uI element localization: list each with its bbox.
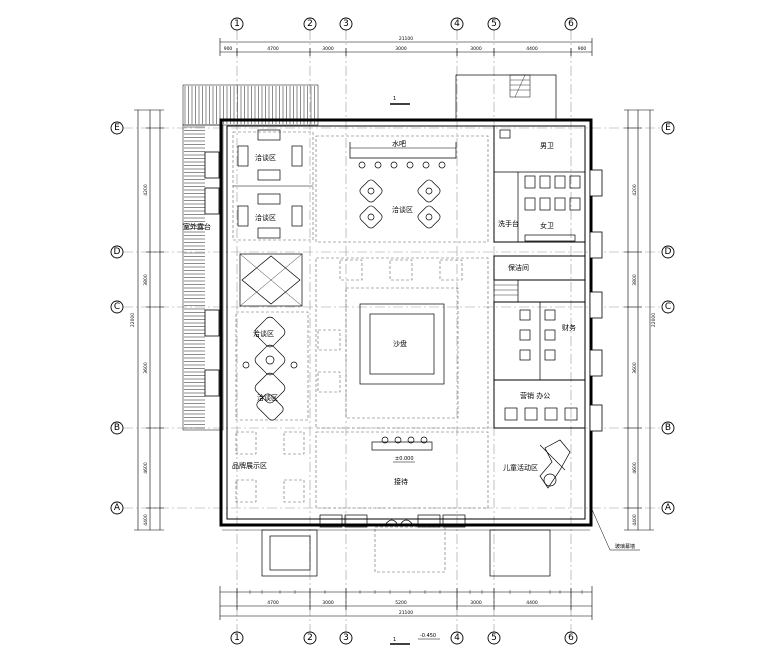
room-label-cleaning: 保洁间: [508, 263, 529, 272]
axis-label: 2: [307, 19, 313, 29]
room-label-negotiation-4: 洽谈区: [257, 393, 278, 402]
axis-label: 4: [454, 633, 460, 643]
section-elev: -0.450: [420, 633, 436, 639]
dim-seg: 3000: [395, 46, 407, 52]
entrance: [222, 514, 590, 577]
dim-total-right: 22000: [651, 313, 657, 327]
negotiation-booths-left: 洽谈区 洽谈区: [232, 129, 314, 241]
dimensions-top: 21100 900 4700 3000 3000 3000 4400 900: [219, 36, 593, 56]
sales-office: 营销 办公: [493, 379, 586, 429]
dim-total-bottom: 21100: [399, 610, 413, 616]
dim-seg: 3800: [143, 274, 149, 286]
axis-label: 1: [234, 633, 240, 643]
product-display: 品牌展示区: [232, 431, 305, 503]
cleaning-room: 保洁间: [493, 255, 586, 303]
axis-bubbles-right: E D C B A: [661, 121, 675, 515]
dim-seg: 3000: [322, 46, 334, 52]
axis-label: A: [665, 503, 672, 513]
dim-seg: 4700: [267, 46, 279, 52]
axis-label: 4: [454, 19, 460, 29]
section-marker-bottom: 1 -0.450: [390, 633, 440, 645]
dim-seg: 4400: [632, 514, 638, 526]
dimensions-left: 22000 4200 3800 3600 4600 4400: [130, 109, 164, 531]
axis-label: 3: [343, 633, 349, 643]
axis-label: B: [665, 423, 671, 433]
room-label-water-bar: 水吧: [392, 139, 406, 148]
room-label-negotiation-2: 洽谈区: [255, 213, 276, 222]
axis-label: E: [665, 123, 671, 133]
axis-label: C: [665, 302, 671, 312]
axis-label: D: [665, 247, 672, 257]
room-label-negotiation-3: 洽谈区: [253, 329, 274, 338]
axis-label: B: [114, 423, 120, 433]
section-marker-top: 1: [390, 96, 410, 105]
dim-seg: 3000: [470, 600, 482, 606]
axis-label: E: [114, 123, 120, 133]
axis-label: 6: [568, 19, 574, 29]
dim-seg: 3800: [632, 274, 638, 286]
room-label-finance: 财务: [562, 323, 576, 332]
room-label-sales-office: 营销 办公: [520, 391, 550, 400]
axis-label: C: [114, 302, 120, 312]
dimensions-bottom: 4700 3000 5200 4400 3000 21100: [219, 586, 593, 620]
axis-label: 1: [234, 19, 240, 29]
room-label-outdoor: 室外露台: [183, 222, 211, 231]
mid-left-square: [239, 253, 303, 307]
stair-top-right: [455, 74, 557, 121]
kids-area: 儿童活动区: [503, 439, 571, 489]
dim-seg: 900: [224, 46, 233, 52]
room-label-womens-toilet: 女卫: [540, 221, 554, 230]
dim-seg: 4600: [143, 462, 149, 474]
reception-area: ±0.000 接待: [315, 431, 489, 509]
dim-seg: 4600: [632, 462, 638, 474]
axis-label: A: [114, 503, 121, 513]
room-label-reception: 接待: [394, 477, 408, 486]
dim-seg: 3000: [322, 600, 334, 606]
water-bar-area: 水吧 洽谈区: [315, 135, 489, 243]
dim-seg: 3000: [470, 46, 482, 52]
dim-seg: 4200: [143, 184, 149, 196]
dim-total-left: 22000: [130, 313, 136, 327]
outdoor-deck: 室外露台: [182, 84, 319, 431]
axis-bubbles-top: 1 2 3 4 5 6: [230, 17, 578, 31]
room-label-product-display: 品牌展示区: [232, 461, 267, 470]
dimensions-right: 22000 4200 3800 3600 4600 4400: [624, 109, 657, 531]
finance-room: 财务: [493, 301, 586, 381]
dim-seg: 4400: [526, 46, 538, 52]
axis-bubbles-left: E D C B A: [110, 121, 124, 515]
toilets: 男卫 女卫 洗手台: [493, 125, 586, 243]
axis-label: 5: [491, 19, 497, 29]
negotiation-chairs-left: 洽谈区 洽谈区: [235, 311, 309, 421]
section-mark: 1: [393, 96, 396, 102]
section-mark-bottom: 1: [393, 637, 396, 643]
axis-label: 5: [491, 633, 497, 643]
dim-seg: 5200: [395, 600, 407, 606]
room-label-negotiation-1: 洽谈区: [255, 153, 276, 162]
dim-seg: 4200: [632, 184, 638, 196]
room-label-sand-table: 沙盘: [393, 339, 407, 348]
axis-label: D: [114, 247, 121, 257]
axis-label: 2: [307, 633, 313, 643]
dim-seg: 3600: [632, 362, 638, 374]
dim-total-top: 21100: [399, 36, 413, 42]
axis-label: 3: [343, 19, 349, 29]
level-mark: ±0.000: [395, 456, 414, 462]
dim-seg: 900: [578, 46, 587, 52]
room-label-mens-toilet: 男卫: [540, 142, 554, 150]
axis-label: 6: [568, 633, 574, 643]
room-label-wash: 洗手台: [498, 219, 519, 228]
room-label-kids-area: 儿童活动区: [503, 463, 538, 472]
right-columns: [589, 169, 603, 432]
dim-seg: 3600: [143, 362, 149, 374]
note-tag: 玻璃幕墙: [615, 543, 635, 550]
dim-seg: 4400: [526, 600, 538, 606]
room-label-negotiation-center: 洽谈区: [392, 205, 413, 214]
leader-note: 玻璃幕墙: [589, 504, 640, 551]
dim-seg: 4400: [143, 514, 149, 526]
dim-seg: 4700: [267, 600, 279, 606]
sand-table-area: 沙盘: [315, 257, 489, 429]
axis-bubbles-bottom: 1 2 3 4 5 6: [230, 631, 578, 645]
